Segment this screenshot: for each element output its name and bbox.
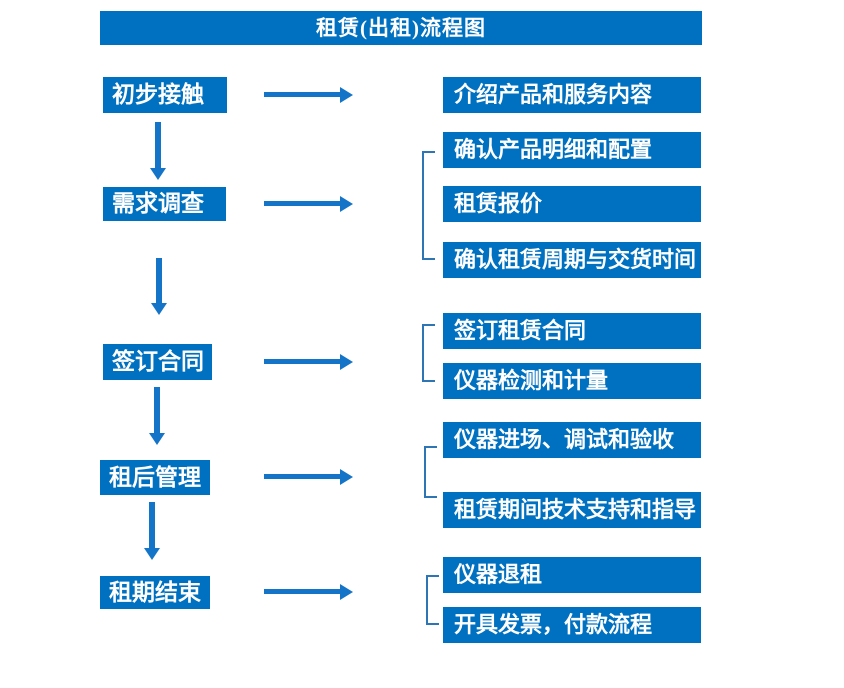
arrow-down-icon-1 xyxy=(155,122,161,168)
step-rental-end: 租期结束 xyxy=(100,576,210,609)
detail-rental-quotation: 租赁报价 xyxy=(443,186,701,222)
arrow-right-icon-3 xyxy=(264,359,340,364)
detail-instrument-setup-acceptance: 仪器进场、调试和验收 xyxy=(443,422,701,458)
arrow-down-icon-3 xyxy=(154,387,160,433)
arrow-right-icon-2 xyxy=(264,201,340,206)
detail-introduce-products-services: 介绍产品和服务内容 xyxy=(443,77,701,113)
arrow-down-icon-2 xyxy=(156,258,162,303)
flowchart-title: 租赁(出租)流程图 xyxy=(100,11,702,45)
step-initial-contact: 初步接触 xyxy=(103,77,227,113)
detail-invoice-payment: 开具发票，付款流程 xyxy=(443,607,701,643)
detail-rental-tech-support: 租赁期间技术支持和指导 xyxy=(443,492,701,528)
step-sign-contract: 签订合同 xyxy=(103,344,212,380)
arrow-down-icon-4 xyxy=(149,502,155,548)
bracket-group-sign-contract xyxy=(422,324,435,382)
detail-instrument-inspection-metering: 仪器检测和计量 xyxy=(443,363,701,399)
step-post-rental-management: 租后管理 xyxy=(100,460,210,495)
bracket-group-rental-end xyxy=(426,575,439,625)
bracket-group-post-rental xyxy=(424,446,437,498)
arrow-right-icon-4 xyxy=(264,474,340,479)
detail-sign-rental-contract: 签订租赁合同 xyxy=(443,313,701,349)
arrow-right-icon-1 xyxy=(264,92,340,97)
bracket-group-needs-survey xyxy=(422,151,435,260)
arrow-right-icon-5 xyxy=(264,589,340,594)
detail-confirm-product-details-config: 确认产品明细和配置 xyxy=(443,132,701,168)
detail-instrument-return: 仪器退租 xyxy=(443,557,701,593)
step-needs-survey: 需求调查 xyxy=(103,187,226,221)
detail-confirm-rental-period-delivery: 确认租赁周期与交货时间 xyxy=(443,242,701,278)
